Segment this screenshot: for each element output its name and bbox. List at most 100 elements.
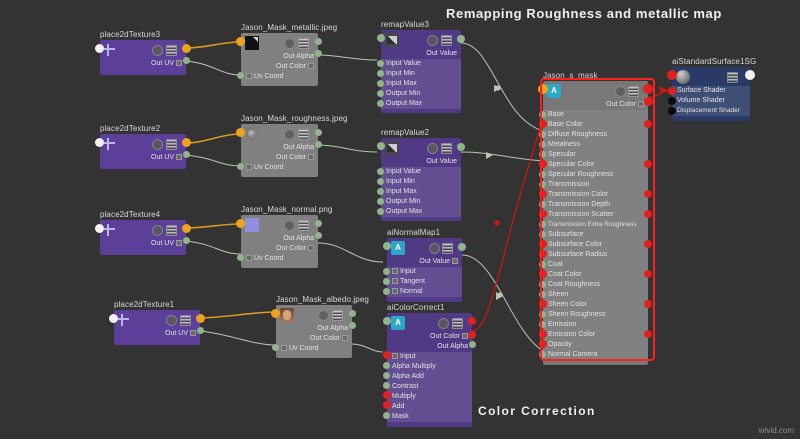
port-subsurface-color[interactable]: Subsurface Color	[543, 240, 648, 250]
plug-in-input[interactable]	[383, 268, 390, 275]
plug-node-input[interactable]	[377, 34, 385, 42]
plug-in-base-color[interactable]	[539, 120, 547, 128]
plug-node-output[interactable]	[745, 70, 755, 80]
port-out-alpha[interactable]: Out Alpha	[283, 235, 314, 242]
port-out-alpha[interactable]: Out Alpha	[317, 325, 348, 332]
plug-node-input[interactable]	[236, 37, 245, 46]
port-specular-roughness[interactable]: Specular Roughness	[543, 170, 648, 180]
plug-in-opacity[interactable]	[539, 340, 547, 348]
gear-icon[interactable]	[429, 243, 440, 254]
plug-right-5[interactable]	[644, 240, 652, 248]
plug-out-value[interactable]	[457, 35, 465, 43]
plug-in-multiply[interactable]	[383, 391, 391, 399]
port-out-color[interactable]: Out Color	[241, 153, 318, 163]
plug-right-2[interactable]	[644, 160, 652, 168]
plug-out-uv-orange[interactable]	[182, 224, 191, 233]
gear-icon[interactable]	[284, 129, 295, 140]
plug-in-normal[interactable]	[383, 288, 390, 295]
plug-node-input[interactable]	[383, 317, 391, 325]
plug-in-volume-shader[interactable]	[668, 97, 676, 105]
plug-header-out[interactable]	[643, 84, 653, 94]
port-subsurface[interactable]: Subsurface	[543, 230, 648, 240]
plug-input-left[interactable]	[95, 44, 104, 53]
port-out-color[interactable]: Out Color	[276, 334, 352, 344]
list-icon[interactable]	[441, 35, 452, 46]
plug-right-7[interactable]	[644, 300, 652, 308]
port-output-max[interactable]: Output Max	[381, 207, 461, 217]
node-place2dTexture3[interactable]: place2dTexture3 Out UV	[95, 30, 191, 75]
port-volume-shader[interactable]: Volume Shader	[672, 96, 750, 106]
plug-input-left[interactable]	[95, 138, 104, 147]
port-transmission-depth[interactable]: Transmission Depth	[543, 200, 648, 210]
plug-out-alpha[interactable]	[315, 129, 322, 136]
port-out-value[interactable]: Out Value	[426, 158, 457, 165]
port-out-alpha[interactable]: Out Alpha	[437, 343, 468, 350]
gear-icon[interactable]	[152, 139, 163, 150]
plug-out-uv-orange[interactable]	[196, 314, 205, 323]
gear-icon[interactable]	[615, 86, 626, 97]
port-emission[interactable]: Emission	[543, 320, 648, 330]
plug-in-transmission[interactable]	[539, 181, 546, 188]
node-aiColorCorrect1[interactable]: aiColorCorrect1 Out Color Out Alpha Inpu…	[383, 303, 476, 427]
port-transmission-color[interactable]: Transmission Color	[543, 190, 648, 200]
plug-in-output-min[interactable]	[377, 198, 384, 205]
gear-icon[interactable]	[427, 143, 438, 154]
port-sheen[interactable]: Sheen	[543, 290, 648, 300]
port-input-min[interactable]: Input Min	[381, 69, 461, 79]
node-aiStandardSurface1SG[interactable]: aiStandardSurface1SG Surface Shader Volu…	[667, 57, 756, 121]
port-subsurface-radius[interactable]: Subsurface Radius	[543, 250, 648, 260]
node-place2dTexture4[interactable]: place2dTexture4 Out UV	[95, 210, 191, 255]
plug-in-specular-roughness[interactable]	[539, 171, 546, 178]
plug-out-alpha[interactable]	[469, 341, 476, 348]
plug-in-surface-shader[interactable]	[668, 87, 676, 95]
port-input[interactable]: Input	[387, 267, 462, 277]
plug-out-color[interactable]	[644, 97, 653, 106]
plug-in-subsurface-color[interactable]	[539, 240, 547, 248]
node-aiNormalMap1[interactable]: aiNormalMap1 Out Value Input Tangent Nor…	[383, 228, 466, 302]
node-jason-mask-albedo[interactable]: Jason_Mask_albedo.jpeg Out Alpha Out Col…	[271, 295, 369, 358]
port-input-min[interactable]: Input Min	[381, 177, 461, 187]
port-input-max[interactable]: Input Max	[381, 79, 461, 89]
port-out-uv[interactable]: Out UV	[114, 329, 200, 339]
port-coat-color[interactable]: Coat Color	[543, 270, 648, 280]
plug-node-input[interactable]	[236, 219, 245, 228]
plug-uv-coord[interactable]	[237, 254, 244, 261]
port-output-max[interactable]: Output Max	[381, 99, 461, 109]
gear-icon[interactable]	[284, 220, 295, 231]
port-out-color[interactable]: Out Color	[543, 100, 648, 110]
list-icon[interactable]	[628, 86, 639, 97]
plug-header-out[interactable]	[468, 317, 476, 325]
port-out-uv[interactable]: Out UV	[100, 59, 186, 69]
port-normal[interactable]: Normal	[387, 287, 462, 297]
plug-in-input[interactable]	[383, 351, 391, 359]
plug-out-color[interactable]	[349, 322, 356, 329]
plug-in-mask[interactable]	[383, 412, 390, 419]
port-uv-coord[interactable]: Uv Coord	[241, 72, 318, 82]
list-icon[interactable]	[441, 143, 452, 154]
plug-in-transmission-extra-roughness[interactable]	[539, 221, 546, 228]
plug-out-color[interactable]	[315, 141, 322, 148]
plug-in-input-max[interactable]	[377, 80, 384, 87]
port-output-min[interactable]: Output Min	[381, 89, 461, 99]
plug-in-emission-color[interactable]	[539, 330, 547, 338]
plug-in-input-value[interactable]	[377, 168, 384, 175]
plug-input-left[interactable]	[95, 224, 104, 233]
gear-icon[interactable]	[438, 318, 449, 329]
node-place2dTexture1[interactable]: place2dTexture1 Out UV	[109, 300, 205, 345]
plug-uv-coord[interactable]	[272, 344, 279, 351]
plug-out-uv[interactable]	[183, 237, 190, 244]
list-icon[interactable]	[298, 38, 309, 49]
plug-in-input-min[interactable]	[377, 178, 384, 185]
plug-node-input[interactable]	[271, 309, 280, 318]
plug-in-input-value[interactable]	[377, 60, 384, 67]
list-icon[interactable]	[166, 45, 177, 56]
plug-in-transmission-scatter[interactable]	[539, 210, 547, 218]
port-base[interactable]: Base	[543, 110, 648, 120]
list-icon[interactable]	[180, 315, 191, 326]
plug-in-specular[interactable]	[539, 151, 546, 158]
plug-input-left[interactable]	[109, 314, 118, 323]
plug-right-1[interactable]	[644, 120, 652, 128]
port-input[interactable]: Input	[387, 352, 472, 362]
plug-in-coat-roughness[interactable]	[539, 281, 546, 288]
